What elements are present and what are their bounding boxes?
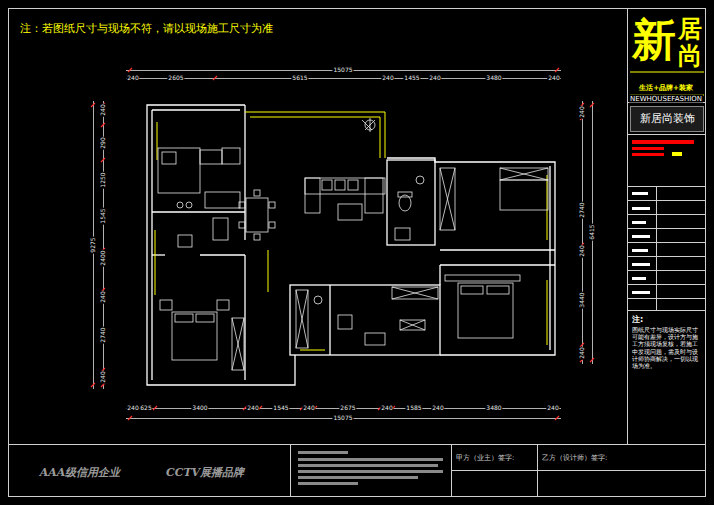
dimension-text: 240	[578, 244, 585, 257]
label-holder: AAA级信用企业	[40, 461, 121, 480]
dimension-text: 1455	[403, 74, 420, 81]
dimension-text: 15075	[332, 414, 353, 421]
label-holder: 1545	[90, 207, 109, 224]
brand-english: NEWHOUSEFASHION	[629, 95, 703, 103]
label-holder: 240	[90, 103, 109, 116]
dimension-text: 240	[578, 346, 585, 359]
label-holder: 240	[246, 395, 259, 414]
label-holder: 1250	[90, 171, 109, 188]
label-holder: 2675	[339, 395, 356, 414]
dimension-text: 2605	[167, 74, 184, 81]
label-holder: NEWHOUSEFASHION	[629, 86, 703, 105]
dimension-text: 9275	[89, 236, 96, 253]
note-heading: 注:	[632, 315, 643, 325]
dimension-text: 1545	[272, 404, 289, 411]
dimension-text: 240	[546, 404, 559, 411]
label-holder: 1455	[403, 65, 420, 84]
dimension-text: 240	[302, 404, 315, 411]
label-holder: 290	[90, 136, 109, 149]
dimension-text: 625	[139, 404, 152, 411]
dimension-text: 3400	[191, 404, 208, 411]
label-holder: 240	[546, 395, 559, 414]
label-holder: 2740	[90, 326, 109, 343]
label-holder: CCTV展播品牌	[166, 461, 244, 480]
label-holder: 5615	[291, 65, 308, 84]
label-holder: 240	[90, 290, 109, 303]
dimension-text: 5615	[291, 74, 308, 81]
label-holder: 240	[380, 395, 393, 414]
label-holder: 240	[90, 370, 109, 383]
label-holder: 3480	[485, 395, 502, 414]
drawing-note: 注：若图纸尺寸与现场不符，请以现场施工尺寸为准	[20, 21, 273, 36]
brand-tag: AAA级信用企业	[40, 465, 121, 480]
dimension-text: 2740	[99, 326, 106, 343]
dimension-text: 240	[126, 404, 139, 411]
label-holder: 240	[569, 105, 588, 118]
dimension-text: 2675	[339, 404, 356, 411]
logo-box: 新居尚	[630, 10, 704, 68]
dimension-text: 1585	[405, 404, 422, 411]
label-holder: 3480	[485, 65, 502, 84]
label-holder: 240	[126, 395, 139, 414]
label-holder: 2400	[90, 249, 109, 266]
dimension-text: 240	[431, 404, 444, 411]
dimension-text: 3480	[485, 74, 502, 81]
label-holder: 2740	[569, 201, 588, 218]
dimension-text: 240	[99, 290, 106, 303]
dimension-text: 290	[99, 136, 106, 149]
dimension-text: 3480	[485, 404, 502, 411]
logo-char: 尚	[678, 42, 702, 71]
label-holder: 1585	[405, 395, 422, 414]
label-holder: 240	[569, 346, 588, 359]
label-holder: 240	[428, 65, 441, 84]
label-holder: 625	[139, 395, 152, 414]
label-holder: 240	[569, 244, 588, 257]
label-holder: 1545	[272, 395, 289, 414]
signature-label: 乙方（设计师）签字:	[542, 454, 607, 462]
dimension-text: 240	[381, 74, 394, 81]
label-holder: 15075	[332, 57, 353, 76]
note-body: 图纸尺寸与现场实际尺寸可能有差异，设计方与施工方须现场复核，若施工中发现问题，需…	[632, 326, 702, 369]
note-cell: 注:图纸尺寸与现场实际尺寸可能有差异，设计方与施工方须现场复核，若施工中发现问题…	[630, 313, 704, 413]
dimension-text: 240	[99, 370, 106, 383]
dimension-text: 240	[428, 74, 441, 81]
label-holder: 2605	[167, 65, 184, 84]
label-holder: 3400	[191, 395, 208, 414]
label-holder: 240	[302, 395, 315, 414]
company-name: 新居尚装饰	[640, 112, 695, 125]
dimension-text: 240	[578, 105, 585, 118]
dimension-text: 1545	[99, 207, 106, 224]
dimension-text: 2740	[578, 201, 585, 218]
dimension-text: 240	[547, 74, 560, 81]
label-holder: 3440	[569, 291, 588, 308]
logo-char: 居	[678, 15, 702, 44]
dimension-text: 3440	[578, 291, 585, 308]
logo-char: 新	[632, 14, 676, 67]
label-holder: 240	[126, 65, 139, 84]
brand-tag: CCTV展播品牌	[166, 465, 244, 480]
dimension-text: 240	[380, 404, 393, 411]
dimension-text: 2400	[99, 249, 106, 266]
label-holder: 240	[431, 395, 444, 414]
label-holder: 240	[381, 65, 394, 84]
signature-cell: 乙方（设计师）签字:	[539, 452, 626, 466]
signature-cell: 甲方（业主）签字:	[453, 452, 537, 466]
dimension-text: 6415	[588, 223, 595, 240]
dimension-text: 15075	[332, 66, 353, 73]
company-name-box: 新居尚装饰	[630, 106, 704, 132]
label-holder: 注：若图纸尺寸与现场不符，请以现场施工尺寸为准	[20, 17, 273, 36]
dimension-text: 1250	[99, 171, 106, 188]
label-holder: 240	[547, 65, 560, 84]
label-holder: 生活+品牌+装家	[638, 75, 694, 94]
dimension-text: 240	[99, 103, 106, 116]
dimension-text: 240	[126, 74, 139, 81]
dimension-text: 240	[246, 404, 259, 411]
label-holder: 6415	[579, 223, 598, 240]
label-holder: 9275	[80, 236, 99, 253]
signature-label: 甲方（业主）签字:	[456, 454, 514, 462]
slogan-text: 生活+品牌+装家	[638, 83, 694, 93]
